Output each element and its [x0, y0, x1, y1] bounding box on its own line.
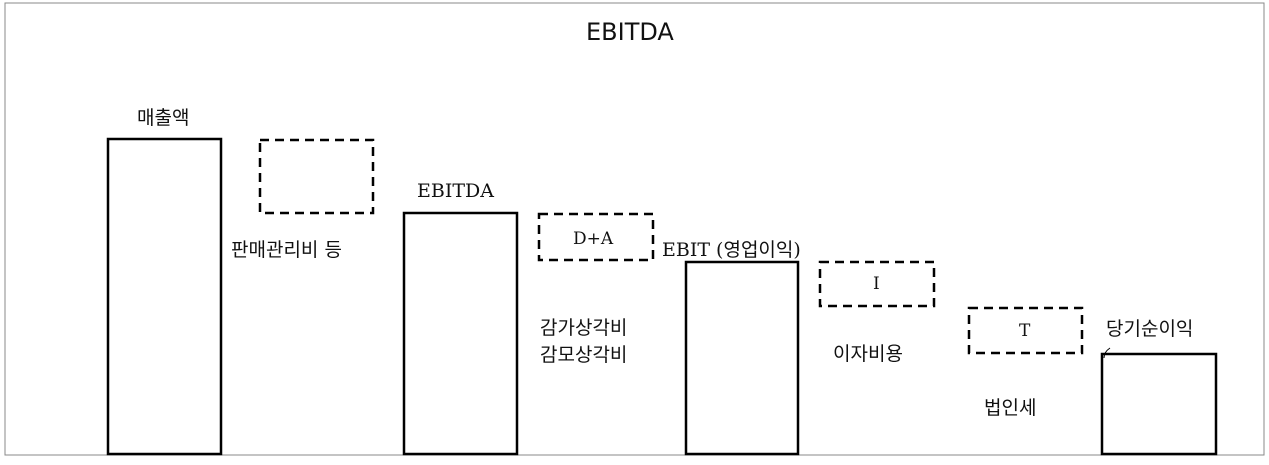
ebitda-label: EBITDA — [417, 180, 494, 202]
revenue-bar — [106, 137, 223, 456]
net-income-bar — [1100, 352, 1218, 456]
da-dashed-box — [537, 212, 655, 262]
pointer-mark — [1103, 347, 1111, 359]
interest-box-label: I — [873, 274, 880, 294]
tax-label: 법인세 — [984, 397, 1037, 419]
ebitda-bar — [402, 211, 519, 456]
ebit-label: EBIT (영업이익) — [662, 239, 801, 261]
da-label-line2: 감모상각비 — [540, 344, 628, 366]
diagram-title: EBITDA — [586, 18, 674, 46]
da-label-line1: 감가상각비 — [540, 317, 628, 339]
net-income-label: 당기순이익 — [1106, 318, 1194, 340]
tax-box-label: T — [1019, 321, 1031, 341]
outer-border — [4, 2, 1265, 456]
interest-label: 이자비용 — [833, 343, 903, 365]
tax-dashed-box — [967, 306, 1084, 355]
ebit-bar — [684, 260, 800, 456]
interest-dashed-box — [818, 260, 936, 308]
sga-label: 판매관리비 등 — [231, 239, 342, 261]
revenue-label: 매출액 — [137, 107, 190, 129]
da-box-label: D+A — [573, 229, 614, 249]
sga-dashed-box — [258, 138, 375, 215]
